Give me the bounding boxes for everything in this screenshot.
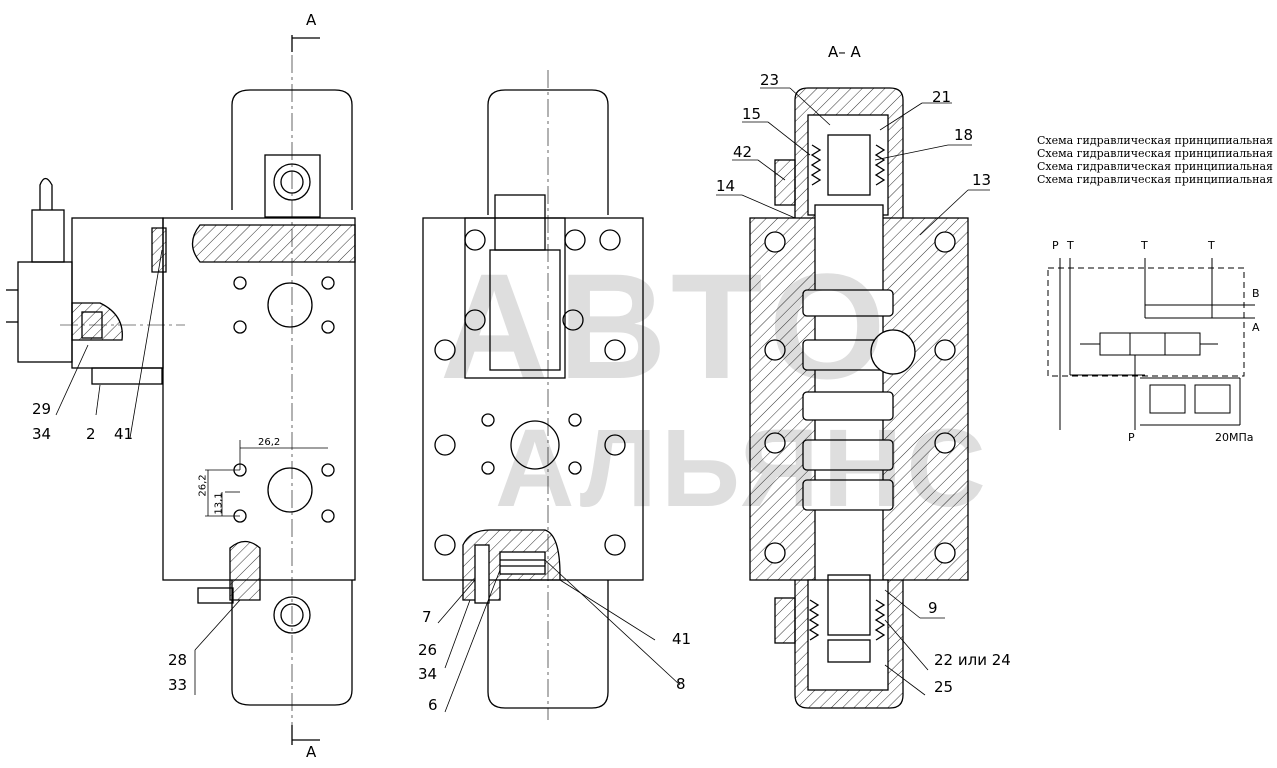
callout-18: 18 (954, 126, 974, 144)
callout-8: 8 (676, 675, 686, 693)
callout-14: 14 (716, 177, 736, 195)
dimension-2: 26,2 (197, 474, 209, 497)
callout-41: 41 (114, 425, 134, 443)
callout-34: 34 (32, 425, 52, 443)
callout-2: 2 (86, 425, 96, 443)
callout-26: 26 (418, 641, 438, 659)
caption-line: Схема гидравлическая принципиальная (1037, 147, 1274, 160)
dimension-3: 13,1 (213, 492, 225, 515)
callout-41b: 41 (672, 630, 692, 648)
caption-line: Схема гидравлическая принципиальная (1037, 160, 1274, 173)
callout-42: 42 (733, 143, 753, 161)
port-b: B (1252, 287, 1260, 300)
callout-15: 15 (742, 105, 762, 123)
view-front (422, 89, 681, 713)
port-t2: T (1141, 239, 1148, 252)
port-t3: T (1208, 239, 1215, 252)
schematic-caption: Схема гидравлическая принципиальная Схем… (1037, 134, 1273, 186)
pressure-label: 20МПа (1215, 431, 1254, 444)
callout-25: 25 (934, 678, 954, 696)
hydraulic-schematic (1047, 258, 1255, 430)
view-side (6, 89, 356, 706)
callout-34b: 34 (418, 665, 438, 683)
section-title: A– A (828, 43, 861, 61)
callout-28: 28 (168, 651, 188, 669)
callout-7: 7 (422, 608, 432, 626)
callout-13: 13 (972, 171, 992, 189)
callout-6: 6 (428, 696, 438, 714)
section-mark-bottom: A (306, 743, 317, 761)
caption-line: Схема гидравлическая принципиальная (1037, 134, 1274, 147)
view-section (716, 87, 990, 709)
section-mark-top: A (306, 11, 317, 29)
port-p: P (1052, 239, 1059, 252)
callout-29: 29 (32, 400, 52, 418)
callout-9: 9 (928, 599, 938, 617)
port-a: A (1252, 321, 1260, 334)
callout-21: 21 (932, 88, 952, 106)
callout-33: 33 (168, 676, 188, 694)
caption-line: Схема гидравлическая принципиальная (1037, 173, 1274, 186)
port-t1: T (1067, 239, 1074, 252)
callout-23: 23 (760, 71, 780, 89)
dimension-1: 26,2 (258, 437, 281, 448)
port-p-bottom: P (1128, 431, 1135, 444)
callout-22-or-24: 22 или 24 (934, 651, 1011, 669)
